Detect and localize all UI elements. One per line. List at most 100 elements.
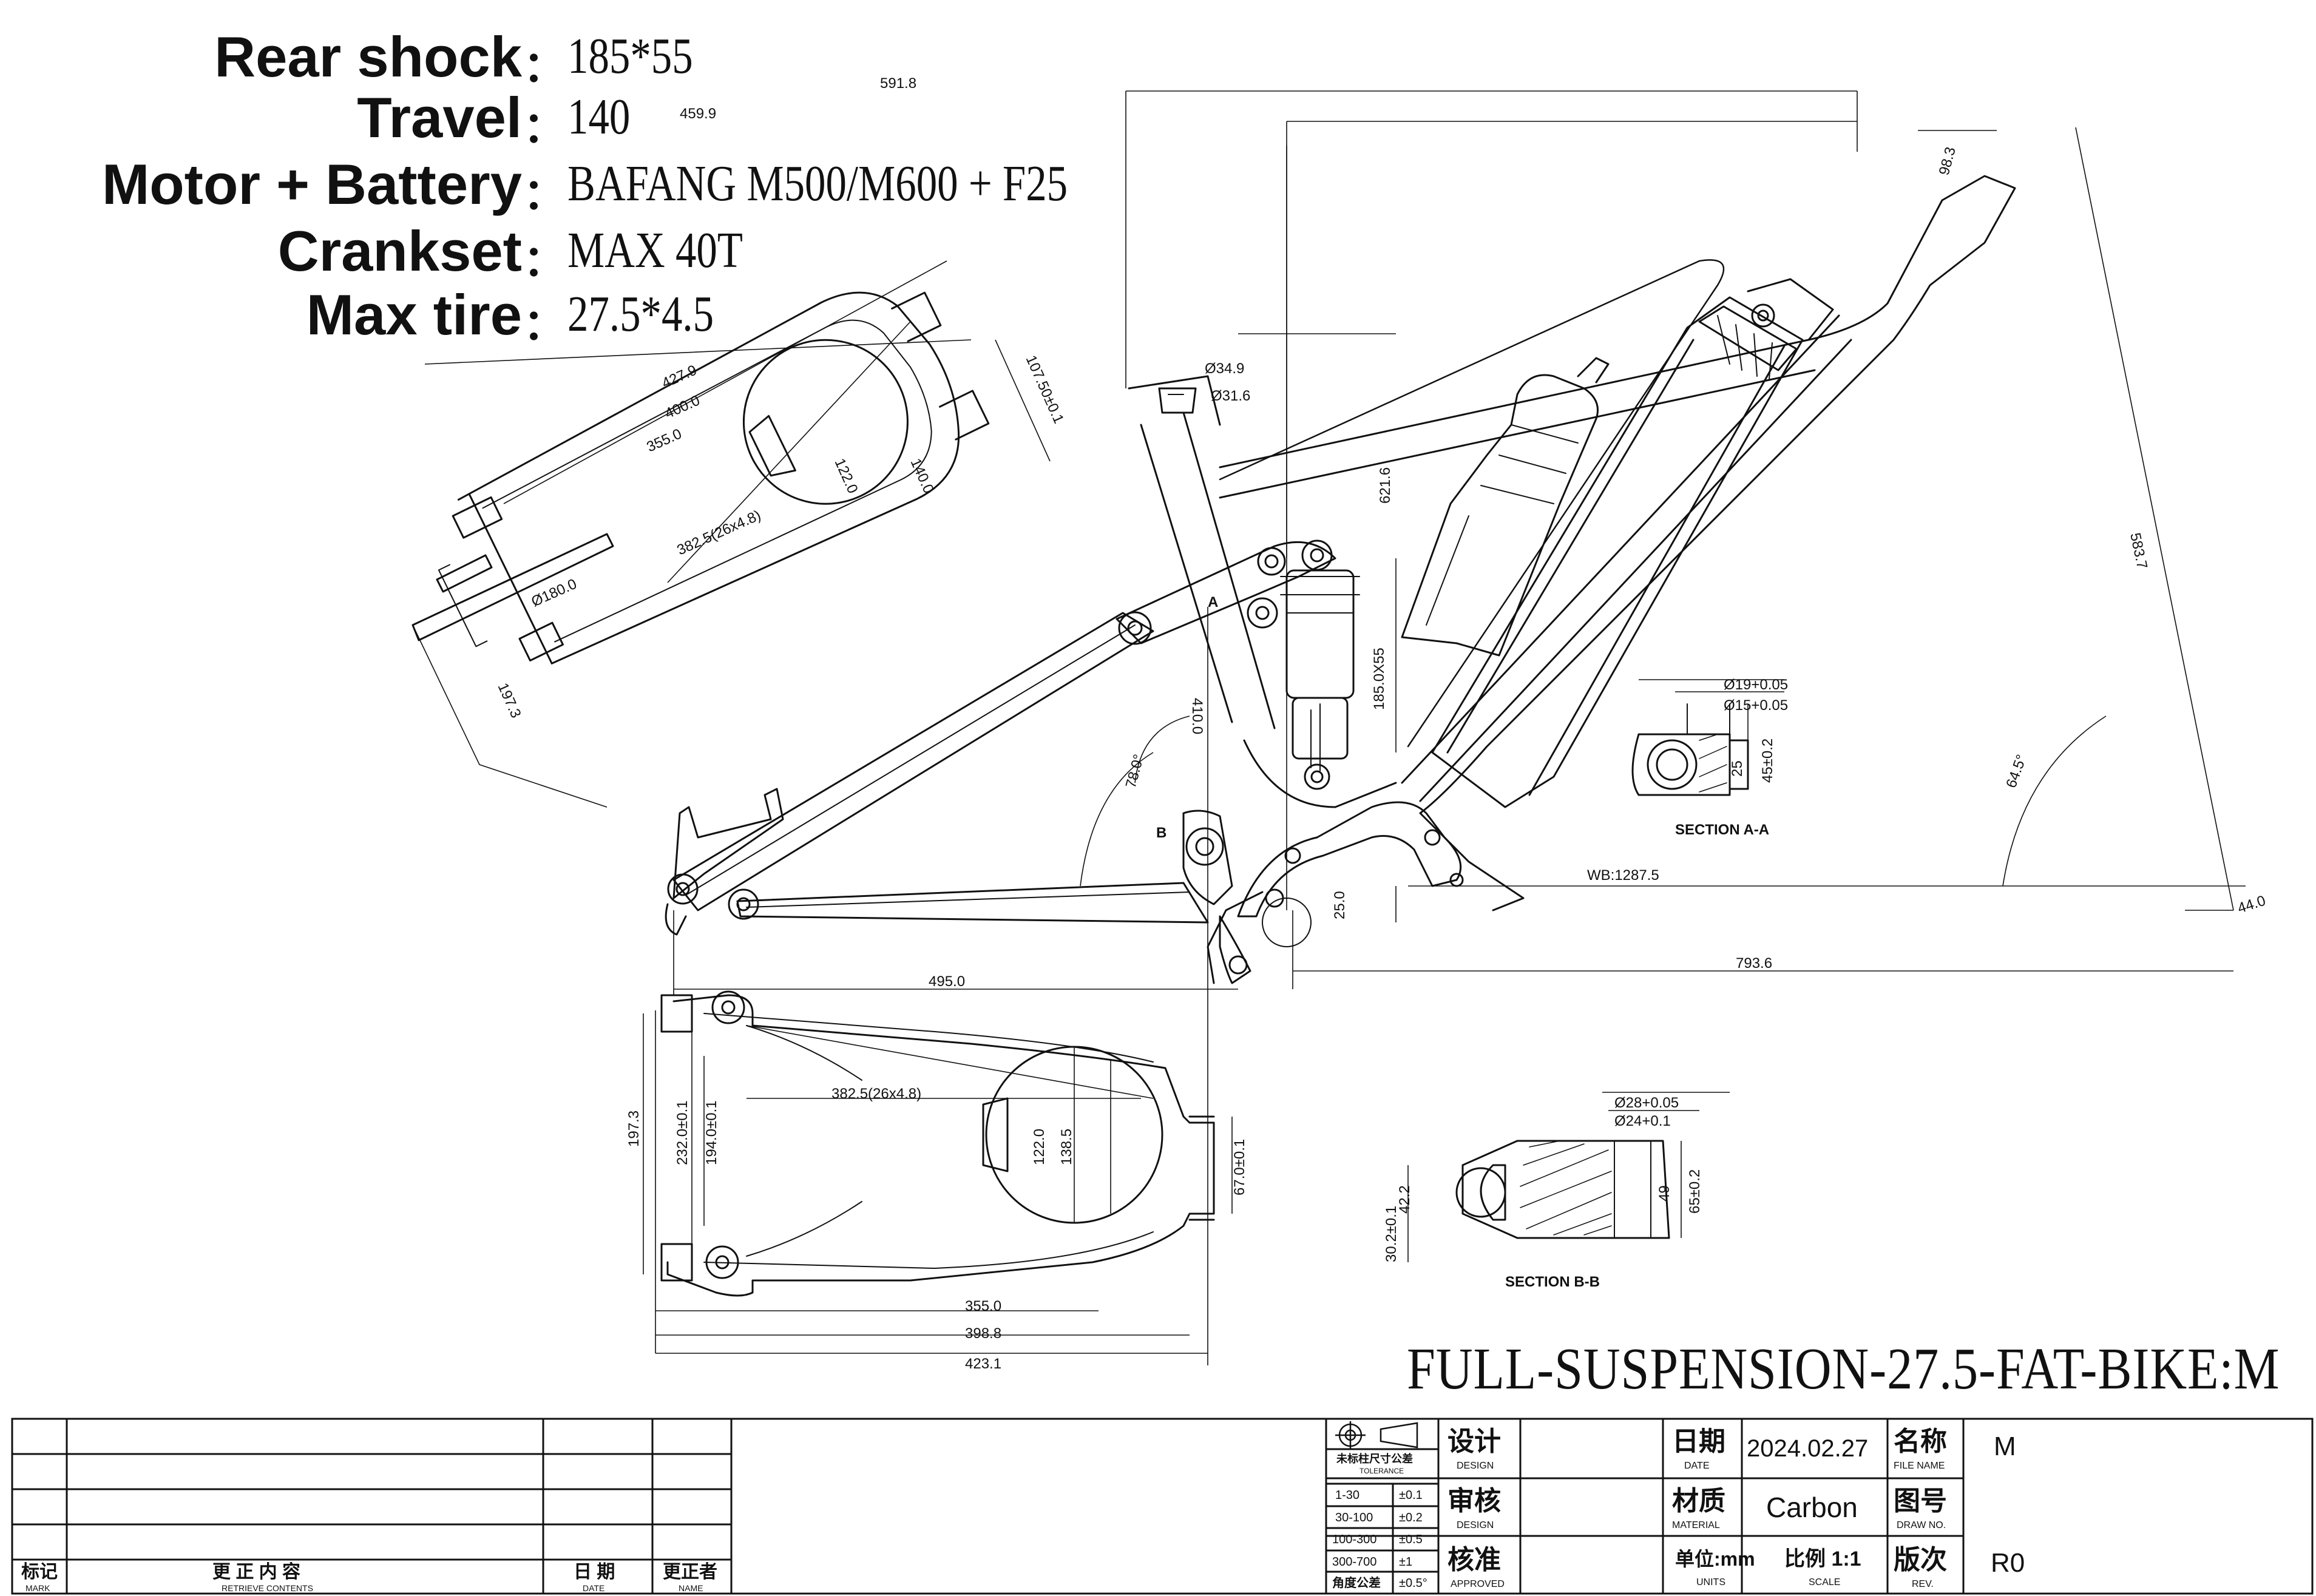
section-a-d45: 45±0.2 [1759,739,1776,783]
tol-val-2: ±0.2 [1399,1511,1423,1524]
spec-row-crankset: Crankset [0,218,522,283]
swingarm-top-view-lower [660,990,1215,1297]
motor-battery-value: BAFANG M500/M600 + F25 [567,155,1068,212]
dim-459: 459.9 [680,106,716,122]
filename-cn: 名称 [1894,1427,1947,1456]
dim-591: 591.8 [880,75,916,92]
rev-table-date-en: DATE [583,1583,604,1593]
dim-427: 427.9 [659,362,699,391]
dim-410: 410.0 [1189,698,1205,734]
filename-en: FILE NAME [1894,1461,1945,1471]
dim-583: 583.7 [2127,532,2150,570]
section-b-hatch [1520,1140,1612,1236]
tol-range-5: 角度公差 [1332,1575,1381,1590]
dim-31: Ø31.6 [1211,388,1250,404]
projection-symbol-icon [1335,1421,1418,1449]
section-a-d19: Ø19+0.05 [1724,677,1788,693]
dim-400: 400.0 [662,392,702,422]
filename-value: M [1994,1432,2016,1461]
scale-en: SCALE [1809,1577,1840,1588]
material-cn: 材质 [1672,1486,1725,1516]
dim-197b: 197.3 [626,1111,642,1147]
section-marker-a: A [1208,594,1218,610]
review-cn: 审核 [1448,1486,1501,1516]
dim-122b: 122.0 [1031,1129,1048,1165]
section-a-d15: Ø15+0.05 [1724,697,1788,714]
seat-collar [1158,387,1197,414]
scale-cn: 比例 1:1 [1784,1547,1861,1571]
crankset-label: Crankset [277,219,522,283]
material-en: MATERIAL [1672,1520,1720,1530]
material-value: Carbon [1766,1492,1858,1523]
approve-cn: 核准 [1448,1545,1501,1575]
rocker-link [1116,541,1336,644]
dim-122a: 122.0 [831,456,861,496]
review-en: DESIGN [1457,1520,1494,1530]
travel-value: 140 [567,89,631,145]
unit-en: UNITS [1696,1577,1725,1588]
design-en: DESIGN [1457,1461,1494,1471]
section-b-d49: 49 [1656,1185,1673,1202]
dim-398: 398.8 [965,1325,1001,1342]
title-block-text: 未标柱尺寸公差 TOLERANCE 1-30 ±0.1 30-100 ±0.2 … [21,1427,2025,1593]
rear-shock-colon: ： [523,43,566,90]
dim-140a: 140.0 [907,456,937,496]
rev-en: REV. [1912,1579,1934,1589]
drawno-en: DRAW NO. [1897,1520,1946,1530]
crankset-colon: ： [523,237,566,285]
swingarm-top-view-upper [438,291,990,664]
dim-78-angle: 78.0° [1123,752,1148,790]
wheelbase-label: WB:1287.5 [1587,867,1659,884]
tol-range-1: 1-30 [1335,1489,1359,1502]
unit-cn: 单位:mm [1675,1548,1755,1570]
dim-67: 67.0±0.1 [1231,1139,1248,1195]
date-en: DATE [1684,1461,1709,1471]
rev-table-mark-cn: 标记 [21,1562,58,1582]
tol-range-3: 100-300 [1332,1533,1376,1546]
rear-shock-value: 185*55 [567,28,693,84]
tol-val-5: ±0.5° [1399,1577,1427,1590]
dim-138: 138.5 [1058,1129,1075,1165]
dim-793: 793.6 [1736,955,1772,972]
section-b-label: SECTION B-B [1505,1274,1600,1290]
drawing-title: FULL-SUSPENSION-27.5-FAT-BIKE:M [1407,1336,2280,1402]
chain-guide [1237,801,1464,918]
tol-val-1: ±0.1 [1399,1489,1423,1502]
main-frame-outline [1128,175,2016,911]
motor-colon: ： [523,171,566,218]
tol-range-4: 300-700 [1332,1555,1376,1569]
section-b-d24: Ø24+0.1 [1614,1113,1671,1129]
spec-row-travel: Travel [0,85,522,149]
tol-title-cn: 未标柱尺寸公差 [1336,1452,1413,1465]
section-b-b [1455,1140,1670,1239]
max-tire-value: 27.5*4.5 [567,286,714,342]
spec-row-rear-shock: Rear shock [0,24,522,89]
dim-34: Ø34.9 [1205,360,1244,377]
spec-row-motor: Motor + Battery [0,152,522,216]
section-b-d30: 30.2±0.1 [1383,1206,1400,1262]
dim-355: 355.0 [644,425,684,455]
dim-98: 98.3 [1936,145,1959,177]
tol-val-3: ±0.5 [1399,1533,1423,1546]
rev-table-name-en: NAME [679,1583,703,1593]
rev-table-mark-en: MARK [25,1583,50,1593]
rev-table-contents-cn: 更 正 内 容 [212,1562,300,1582]
travel-colon: ： [523,104,566,151]
section-a-hatch [1699,734,1727,793]
bottom-bracket [1182,810,1312,984]
dim-194: 194.0±0.1 [703,1100,720,1165]
title-block-frame [11,1418,2314,1595]
max-tire-colon: ： [523,301,566,348]
tol-val-4: ±1 [1399,1555,1412,1569]
rear-shock [1280,539,1360,790]
rev-value: R0 [1991,1548,2025,1578]
rev-table-name-cn: 更正者 [663,1562,717,1582]
dim-185x55: 185.0X55 [1371,648,1387,710]
dim-3825b: 382.5(26x4.8) [831,1086,921,1102]
tol-range-2: 30-100 [1335,1511,1373,1524]
rear-shock-label: Rear shock [214,25,522,89]
dim-64-angle: 64.5° [2003,752,2030,790]
rev-table-contents-en: RETRIEVE CONTENTS [222,1583,313,1593]
